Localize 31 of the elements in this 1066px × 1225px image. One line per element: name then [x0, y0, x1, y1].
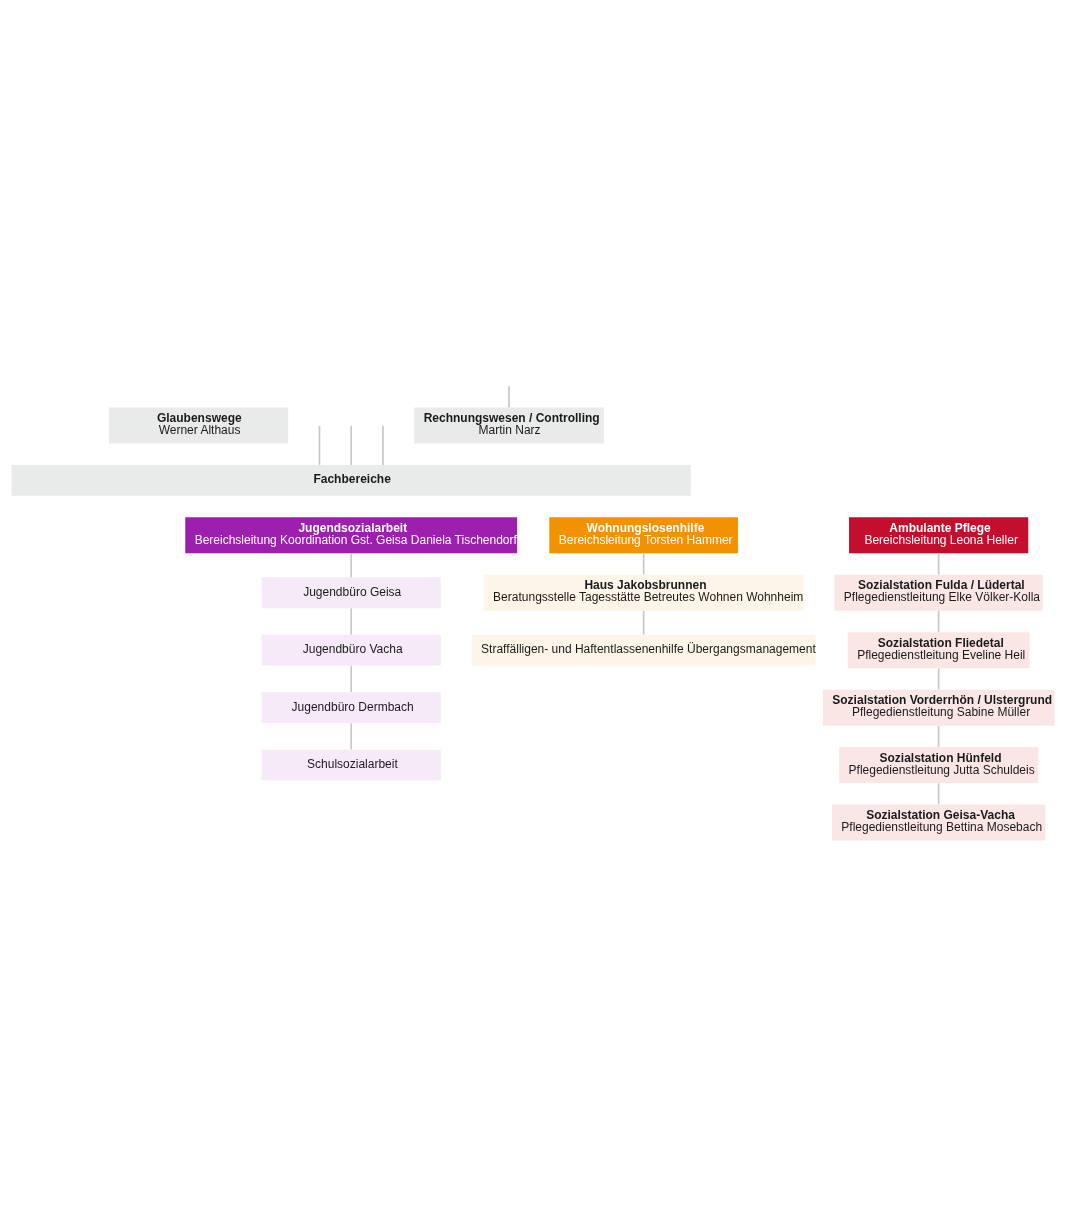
- node-box: Jugendbüro Dermbach: [261, 691, 441, 723]
- connector: [350, 424, 353, 466]
- node-box: Haus Jakobsbrunnen Beratungsstelle Tagesstätte Betreutes Wohnen Wohnheim: [483, 574, 804, 611]
- connector: [350, 664, 353, 693]
- connector: [350, 722, 353, 750]
- node-box: Ambulante Pflege Bereichsleitung Leona Heller: [849, 516, 1029, 553]
- connector: [318, 424, 321, 466]
- connector: [937, 724, 940, 748]
- connector: [642, 609, 645, 635]
- connector: [350, 552, 353, 578]
- connector: [642, 552, 645, 575]
- connector: [937, 781, 940, 805]
- node-box: Sozialstation Geisa-Vacha Pflegedienstleitung Bettina Mosebach: [831, 804, 1046, 841]
- node-box: Jugendsozialarbeit Bereichsleitung Koordination Gst. Geisa Daniela Tischendorf: [185, 516, 518, 553]
- node-box: Sozialstation Hünfeld Pflegedienstleitung Jutta Schuldeis: [839, 746, 1039, 783]
- node-box: Sozialstation Fulda / Lüdertal Pflegedienstleitung Elke Völker-Kolla: [834, 574, 1043, 611]
- connector: [937, 667, 940, 690]
- connector: [350, 607, 353, 635]
- node-box: Straffälligen- und Haftentlassenenhilfe Übergangsmanagement: [471, 634, 816, 666]
- connector: [937, 552, 940, 575]
- node-box: Sozialstation Vorderrhön / Ulstergrund Pflegedienstleitung Sabine Müller: [822, 689, 1055, 726]
- node-box: Schulsozialarbeit: [261, 749, 441, 781]
- connector: [382, 424, 384, 466]
- node-box: Wohnungslosenhilfe Bereichsleitung Torsten Hammer: [549, 516, 738, 553]
- node-box: Rechnungswesen / Controlling Martin Narz: [414, 407, 604, 443]
- node-box: Jugendbüro Geisa: [261, 576, 441, 608]
- node-box: Jugendbüro Vacha: [261, 634, 441, 666]
- node-box: Sozialstation Fliedetal Pflegedienstleitung Eveline Heil: [847, 631, 1030, 668]
- node-box: Fachbereiche: [11, 464, 691, 496]
- connector: [508, 384, 510, 408]
- connector: [937, 609, 940, 633]
